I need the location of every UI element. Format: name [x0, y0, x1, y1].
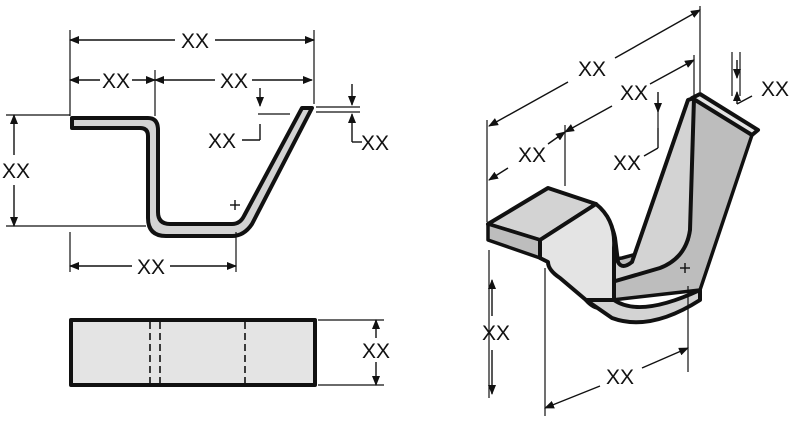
front-view-profile	[70, 106, 314, 238]
front-base-length-label: XX	[137, 256, 165, 279]
top-depth-label: XX	[362, 340, 390, 363]
front-overall-width-label: XX	[181, 30, 209, 53]
iso-right-flange-edge	[690, 92, 760, 137]
iso-left-flange-label: XX	[518, 144, 546, 167]
iso-base-length-label: XX	[606, 366, 634, 389]
front-view: XX XX XX XX XX XX XX	[2, 30, 389, 279]
front-thickness-label: XX	[361, 132, 389, 155]
iso-right-span-label: XX	[620, 82, 648, 105]
iso-tip-offset-label: XX	[613, 152, 641, 175]
top-view: XX	[69, 318, 390, 387]
front-overall-height-label: XX	[2, 160, 30, 183]
front-tip-offset-label: XX	[208, 130, 236, 153]
isometric-view: XX XX XX XX XX XX XX	[482, 6, 789, 416]
iso-thickness-label: XX	[761, 78, 789, 101]
iso-base-front	[584, 288, 702, 325]
bend-center-mark	[230, 200, 240, 210]
front-left-flange-label: XX	[102, 70, 130, 93]
top-view-plate	[69, 318, 317, 387]
iso-overall-length-label: XX	[578, 58, 606, 81]
front-right-span-label: XX	[220, 70, 248, 93]
iso-bend-center-mark	[680, 263, 690, 273]
iso-height-label: XX	[482, 322, 510, 345]
